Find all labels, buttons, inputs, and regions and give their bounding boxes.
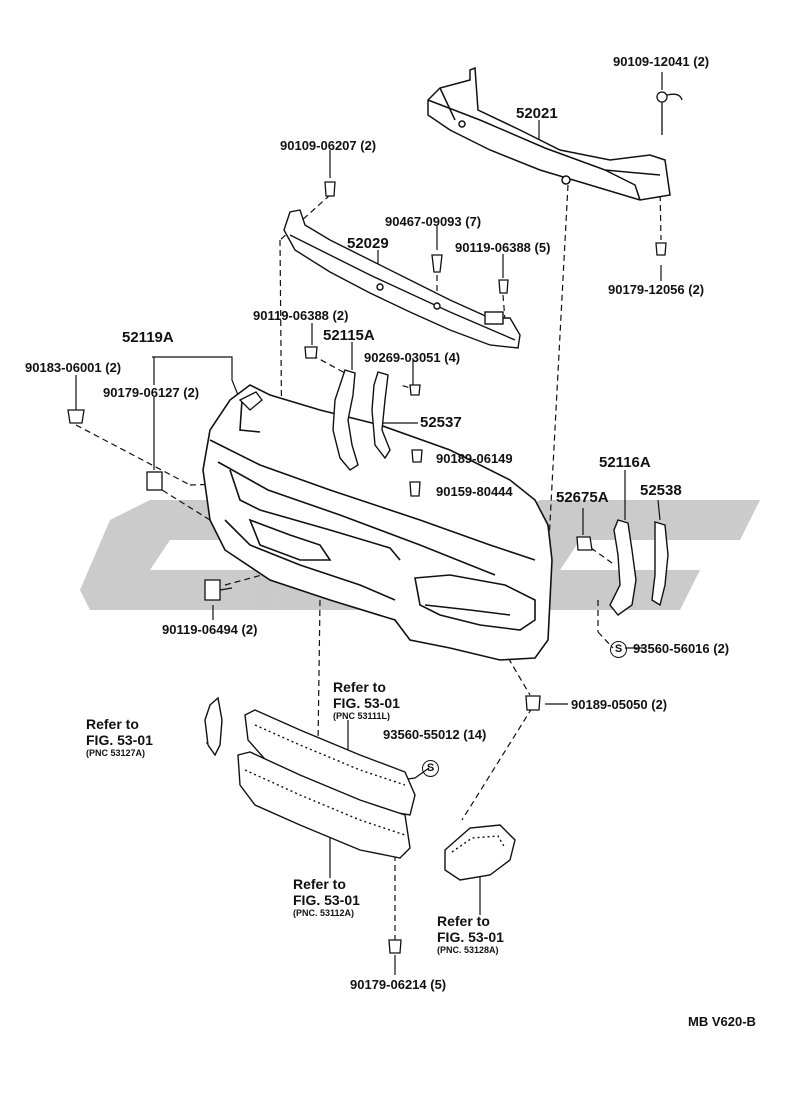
label-90109-12041: 90109-12041 (2)	[613, 54, 710, 69]
refer-pnc: (PNC 53127A)	[86, 748, 146, 758]
part-52021-reinforcement	[427, 66, 671, 201]
s-symbol-icon: S	[610, 641, 627, 659]
label-90269-03051: 90269-03051 (4)	[364, 350, 461, 365]
part-52538-bracket	[651, 521, 669, 607]
refer-pnc: (PNC. 53112A)	[293, 908, 355, 918]
part-bumper-cover	[202, 384, 553, 661]
part-52116A-bracket	[609, 519, 637, 616]
label-90119-06388-2: 90119-06388 (2)	[253, 308, 349, 323]
refer-note-53111L: Refer to FIG. 53-01 (PNC 53111L)	[333, 679, 400, 721]
refer-line: Refer to	[333, 679, 386, 695]
part-fog-cover	[444, 824, 516, 881]
s-symbol-icon: S	[422, 760, 439, 778]
leader-lines	[75, 72, 663, 975]
label-93560-56016: S 93560-56016 (2)	[610, 641, 730, 659]
refer-line: Refer to	[293, 876, 346, 892]
label-52116A: 52116A	[599, 454, 651, 471]
label-52537: 52537	[420, 414, 462, 431]
part-52029-retainer	[283, 209, 521, 349]
refer-fig: FIG. 53-01	[86, 732, 153, 748]
refer-pnc: (PNC 53111L)	[333, 711, 391, 721]
label-90119-06494: 90119-06494 (2)	[162, 622, 258, 637]
part-52119A-corner	[238, 391, 263, 411]
label-90159-80444: 90159-80444	[436, 484, 513, 499]
refer-note-53112A: Refer to FIG. 53-01 (PNC. 53112A)	[293, 876, 360, 918]
label-52119A: 52119A	[122, 329, 174, 346]
part-lower-grille	[237, 709, 416, 859]
symbol-s-55012: S	[422, 760, 445, 778]
label-90179-06214: 90179-06214 (5)	[350, 977, 447, 992]
label-93560-56016-text: 93560-56016 (2)	[633, 641, 730, 656]
label-90467-09093: 90467-09093 (7)	[385, 214, 482, 229]
label-52021: 52021	[516, 105, 558, 122]
label-90189-05050: 90189-05050 (2)	[571, 697, 668, 712]
refer-line: Refer to	[86, 716, 139, 732]
refer-note-53128A: Refer to FIG. 53-01 (PNC. 53128A)	[437, 913, 504, 955]
refer-fig: FIG. 53-01	[293, 892, 360, 908]
label-52675A: 52675A	[556, 489, 609, 506]
label-90119-06388-5: 90119-06388 (5)	[455, 240, 551, 255]
refer-line: Refer to	[437, 913, 490, 929]
refer-pnc: (PNC. 53128A)	[437, 945, 499, 955]
refer-fig: FIG. 53-01	[333, 695, 400, 711]
label-90109-06207: 90109-06207 (2)	[280, 138, 377, 153]
part-52115A-bracket	[332, 369, 359, 471]
label-90183-06001: 90183-06001 (2)	[25, 360, 122, 375]
label-90189-06149: 90189-06149	[436, 451, 513, 466]
label-90179-06127: 90179-06127 (2)	[103, 385, 200, 400]
label-52538: 52538	[640, 482, 682, 499]
refer-fig: FIG. 53-01	[437, 929, 504, 945]
label-90179-12056: 90179-12056 (2)	[608, 282, 705, 297]
label-52029: 52029	[347, 235, 389, 252]
part-52537-bracket	[371, 371, 391, 460]
figure-code: MB V620-B	[688, 1014, 756, 1029]
label-52115A: 52115A	[323, 327, 375, 344]
refer-note-53127A: Refer to FIG. 53-01 (PNC 53127A)	[86, 716, 153, 758]
label-93560-55012: 93560-55012 (14)	[383, 727, 487, 742]
part-side-trim	[204, 696, 223, 757]
fasteners	[67, 91, 683, 954]
